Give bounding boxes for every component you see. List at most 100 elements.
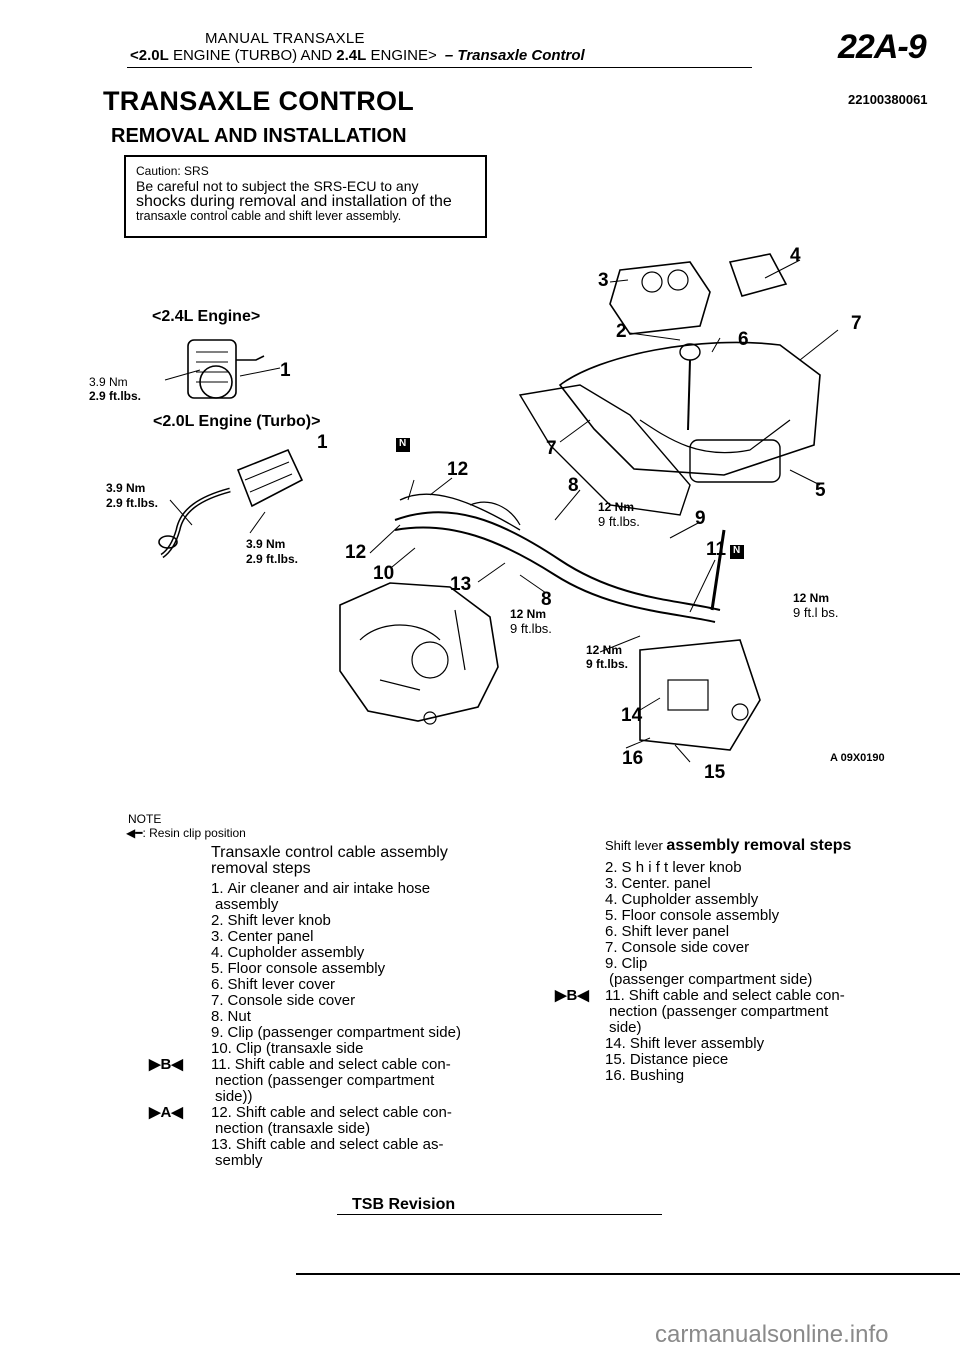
callout-6: 6: [738, 329, 749, 350]
list-item: ▶B◀11.Shift cable and select cable con-: [149, 1056, 461, 1073]
callout-2: 2: [616, 321, 627, 342]
step-text: assembly: [215, 896, 279, 913]
step-text: Shift cable and select cable con-: [628, 987, 845, 1004]
step-text: Distance piece: [629, 1051, 729, 1068]
step-text: (passenger compartment side): [609, 971, 813, 988]
step-text: nection (passenger compartment: [215, 1072, 435, 1089]
caution-box-edge: [124, 155, 126, 236]
step-text: Cupholder assembly: [227, 944, 365, 961]
callout-5: 5: [815, 480, 826, 501]
callout-7-left: 7: [546, 438, 557, 459]
list-item: 5.Floor console assembly: [211, 961, 461, 977]
condition-marker-icon: ▶B◀: [149, 1056, 183, 1073]
note-text: ◀━: Resin clip position: [126, 826, 246, 840]
n-marker-1: [396, 438, 410, 452]
right-steps-heading: Shift lever assembly removal steps: [605, 838, 851, 854]
callout-15: 15: [704, 762, 726, 783]
step-number: 2.: [211, 912, 224, 929]
callout-8-top: 8: [568, 475, 579, 496]
resin-clip-arrow-icon: ◀━: [126, 826, 143, 840]
step-number: 3.: [211, 928, 224, 945]
step-number: 9.: [211, 1024, 224, 1041]
list-item: 6.Shift lever panel: [605, 924, 851, 940]
step-text: Shift lever cover: [227, 976, 336, 993]
right-steps-heading-pre: Shift lever: [605, 838, 667, 853]
step-text: Shift cable and select cable con-: [235, 1104, 452, 1121]
step-text: side): [609, 1019, 642, 1036]
step-number: 9.: [605, 955, 618, 972]
callout-9: 9: [695, 508, 706, 529]
callout-4: 4: [790, 245, 801, 266]
caution-text-2: shocks during removal and installation o…: [136, 193, 452, 210]
torque-d-nm: 12 Nm: [598, 500, 635, 514]
list-item: 1.Air cleaner and air intake hose: [211, 881, 461, 897]
step-text: nection (transaxle side): [215, 1120, 371, 1137]
callout-14: 14: [621, 705, 643, 726]
step-text: Clip: [621, 955, 648, 972]
air-cleaner-24l: [187, 339, 237, 399]
list-item: 2.S h i f t lever knob: [605, 860, 851, 876]
step-number: 15.: [605, 1051, 626, 1068]
list-item: nection (passenger compartment: [605, 1004, 851, 1020]
list-item: ▶A◀12.Shift cable and select cable con-: [149, 1104, 461, 1121]
torque-f-nm: 12 Nm: [793, 591, 830, 605]
engine-header-end: ENGINE>: [366, 47, 437, 64]
left-steps-heading-2: removal steps: [211, 860, 311, 877]
section-subtitle: REMOVAL AND INSTALLATION: [111, 125, 407, 147]
list-item: (passenger compartment side): [605, 972, 851, 988]
step-number: 4.: [211, 944, 224, 961]
n-marker-label-2: N: [733, 545, 741, 556]
step-number: 10.: [211, 1040, 232, 1057]
step-text: Nut: [227, 1008, 251, 1025]
callout-1-24l: 1: [280, 360, 291, 381]
list-item: nection (passenger compartment: [211, 1073, 461, 1089]
step-number: 7.: [211, 992, 224, 1009]
list-item: assembly: [211, 897, 461, 913]
variant-20l-label: <2.0L Engine (Turbo)>: [153, 413, 321, 430]
center-panel: [609, 261, 711, 335]
console-panel: [558, 341, 821, 476]
torque-20l-a-ftlbs: 2.9 ft.lbs.: [106, 496, 159, 510]
watermark: carmanualsonline.info: [655, 1321, 889, 1348]
cupholder: [728, 253, 788, 297]
step-text: Center. panel: [621, 875, 711, 892]
list-item: 6.Shift lever cover: [211, 977, 461, 993]
list-item: 4.Cupholder assembly: [211, 945, 461, 961]
list-item: 9.Clip: [605, 956, 851, 972]
callout-3: 3: [598, 270, 609, 291]
step-number: 11.: [211, 1056, 231, 1073]
condition-marker-icon: ▶A◀: [149, 1104, 183, 1121]
list-item: 2.Shift lever knob: [211, 913, 461, 929]
torque-20l-a-nm: 3.9 Nm: [106, 481, 146, 495]
condition-marker-icon: ▶B◀: [555, 987, 589, 1004]
caution-text-1: Be careful not to subject the SRS-ECU to…: [136, 178, 419, 194]
list-item: side): [605, 1020, 851, 1036]
torque-g-nm: 12 Nm: [586, 643, 623, 657]
air-cleaner-20l: [236, 448, 304, 508]
step-text: side)): [215, 1088, 253, 1105]
n-marker-label-1: N: [399, 438, 407, 449]
step-text: Floor console assembly: [227, 960, 386, 977]
callout-12-bottom: 12: [345, 542, 367, 563]
caution-label: Caution: SRS: [136, 164, 209, 178]
callout-16: 16: [622, 748, 644, 769]
step-number: 7.: [605, 939, 618, 956]
engine-variant-b: 2.4L: [336, 47, 367, 64]
shift-lever-base: [639, 639, 761, 751]
footer-divider: [296, 1273, 960, 1275]
callout-10: 10: [373, 563, 395, 584]
variant-24l-label: <2.4L Engine>: [152, 308, 261, 325]
step-text: Console side cover: [621, 939, 750, 956]
step-text: Console side cover: [227, 992, 356, 1009]
step-number: 5.: [605, 907, 618, 924]
page-number: 22A-9: [838, 28, 927, 66]
step-number: 2.: [605, 859, 618, 876]
transaxle-body: [339, 582, 499, 722]
step-text: Bushing: [629, 1067, 685, 1084]
transaxle-diagram: [158, 253, 839, 763]
step-number: 4.: [605, 891, 618, 908]
callout-12-top: 12: [447, 459, 469, 480]
callout-11: 11: [706, 539, 727, 560]
torque-g-ftlbs: 9 ft.lbs.: [586, 657, 629, 671]
document-id: 22100380061: [848, 92, 928, 107]
